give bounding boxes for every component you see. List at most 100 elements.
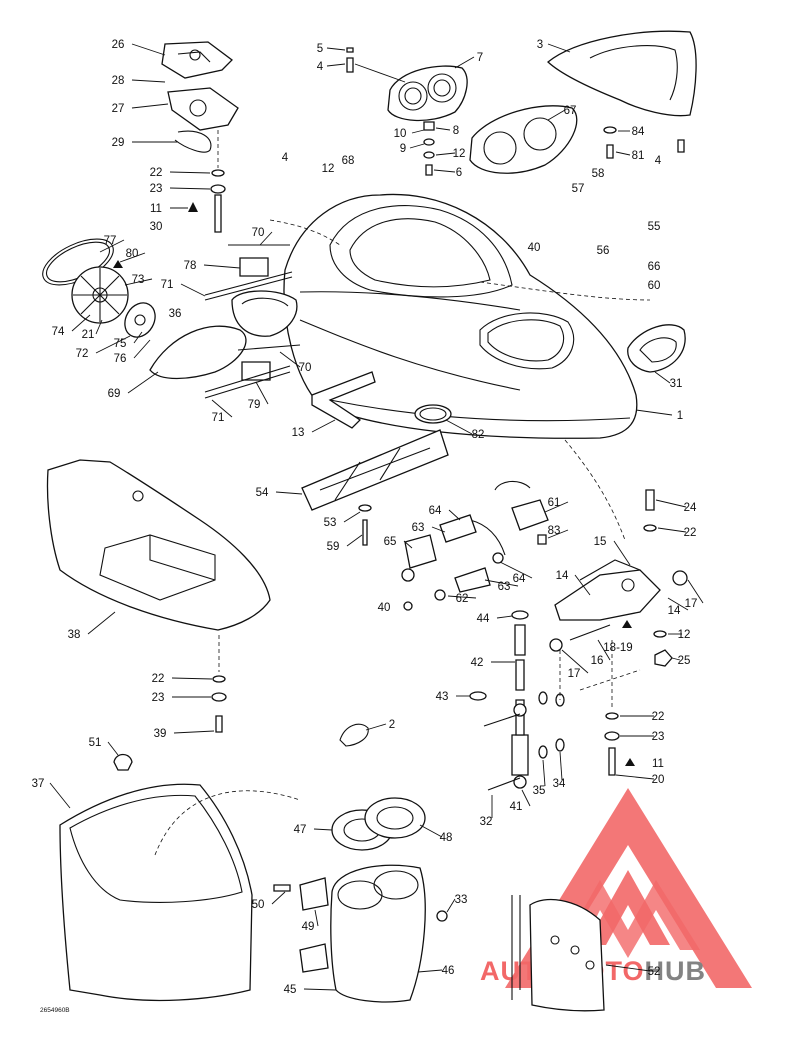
callout-number: 65: [384, 536, 397, 548]
callout-number: 10: [394, 128, 407, 140]
callout-number: 56: [597, 245, 610, 257]
hood-latch-assembly: [131, 41, 239, 233]
callout-number: 18-19: [603, 642, 632, 654]
callout-number: 24: [684, 502, 697, 514]
callout-number: 22: [652, 711, 665, 723]
gauge-pod-assembly: [271, 797, 456, 1003]
callout-number: 26: [112, 39, 125, 51]
callout-number: 4: [317, 61, 324, 73]
callout-number: 79: [248, 399, 261, 411]
right-mount-bolts: [564, 439, 655, 780]
callout-number: 58: [592, 168, 605, 180]
callout-number: 4: [655, 155, 662, 167]
callout-number: 70: [252, 227, 265, 239]
callout-number: 16: [591, 655, 604, 667]
left-vent-assembly: [42, 231, 301, 418]
callout-number: 6: [456, 167, 462, 179]
callout-number: 80: [126, 248, 139, 260]
electrical-connectors: [401, 480, 569, 611]
callout-number: 22: [152, 673, 165, 685]
callout-number: 43: [436, 691, 449, 703]
callout-number: 12: [678, 629, 691, 641]
hose-clip: [339, 723, 387, 747]
callout-number: 46: [442, 965, 455, 977]
callout-number: 30: [150, 221, 163, 233]
callout-number: 4: [282, 152, 289, 164]
callout-number: 61: [548, 497, 561, 509]
callout-number: 13: [292, 427, 305, 439]
lower-panel: [46, 459, 271, 734]
callout-number: 78: [184, 260, 197, 272]
rear-bracket-plate: [511, 895, 651, 1012]
callout-number: 63: [498, 581, 511, 593]
callout-number: 36: [169, 308, 182, 320]
callout-number: 50: [252, 899, 265, 911]
callout-number: 54: [256, 487, 269, 499]
callout-number: 70: [299, 362, 312, 374]
callout-number: 44: [477, 613, 490, 625]
callout-number: 74: [52, 326, 65, 338]
callout-number: 21: [82, 329, 95, 341]
callout-number: 82: [472, 429, 485, 441]
callout-number: 64: [429, 505, 442, 517]
callout-number: 28: [112, 75, 125, 87]
callout-number: 11: [150, 203, 162, 215]
callout-number: 12: [322, 163, 335, 175]
callout-number: 53: [324, 517, 337, 529]
callout-number: 47: [294, 824, 307, 836]
callout-number: 38: [68, 629, 81, 641]
callout-number: 71: [212, 412, 225, 424]
gauge-housing-assembly: [326, 47, 578, 176]
mounting-tray: [275, 429, 449, 547]
callout-number: 1: [677, 410, 683, 422]
watermark-text-dark: HUB: [645, 956, 707, 986]
watermark-m-shape: [560, 880, 700, 958]
callout-number: 3: [537, 39, 543, 51]
callout-number: 34: [553, 778, 566, 790]
callout-number: 67: [564, 105, 577, 117]
callout-number: 45: [284, 984, 297, 996]
callout-number: 33: [455, 894, 468, 906]
callout-number: 23: [652, 731, 665, 743]
callout-number: 84: [632, 126, 645, 138]
top-cover: [547, 30, 697, 159]
callout-number: 9: [400, 143, 406, 155]
callout-number: 42: [471, 657, 484, 669]
callout-number: 2: [389, 719, 395, 731]
callout-number: 12: [453, 148, 466, 160]
callout-number: 35: [533, 785, 546, 797]
callout-number: 55: [648, 221, 661, 233]
callout-number: 14: [668, 605, 681, 617]
callout-number: 75: [114, 338, 127, 350]
callout-number: 76: [114, 353, 127, 365]
callout-number: 83: [548, 525, 561, 537]
watermark-logo: AUTOMOTOHUB: [480, 788, 752, 988]
callout-number: 69: [108, 388, 121, 400]
callout-number: 39: [154, 728, 167, 740]
callout-number: 14: [556, 570, 569, 582]
callout-number: 22: [684, 527, 697, 539]
callout-number: 7: [477, 52, 483, 64]
callout-number: 68: [342, 155, 355, 167]
callout-number: 23: [150, 183, 163, 195]
callout-number: 73: [132, 274, 145, 286]
handle-and-ring: [311, 371, 473, 435]
callout-number: 17: [685, 598, 698, 610]
callout-number: 52: [648, 966, 661, 978]
callout-number: 5: [317, 43, 323, 55]
callout-number: 62: [456, 593, 469, 605]
callout-number: 23: [152, 692, 165, 704]
callout-number: 27: [112, 103, 125, 115]
callout-number: 22: [150, 167, 163, 179]
callout-number: 49: [302, 921, 315, 933]
callout-number: 57: [572, 183, 585, 195]
side-vent-grill: [627, 324, 686, 384]
callout-number: 25: [678, 655, 691, 667]
callout-number: 48: [440, 832, 453, 844]
callout-number: 29: [112, 137, 125, 149]
suspension-bracket: [549, 489, 704, 674]
callout-number: 60: [648, 280, 661, 292]
